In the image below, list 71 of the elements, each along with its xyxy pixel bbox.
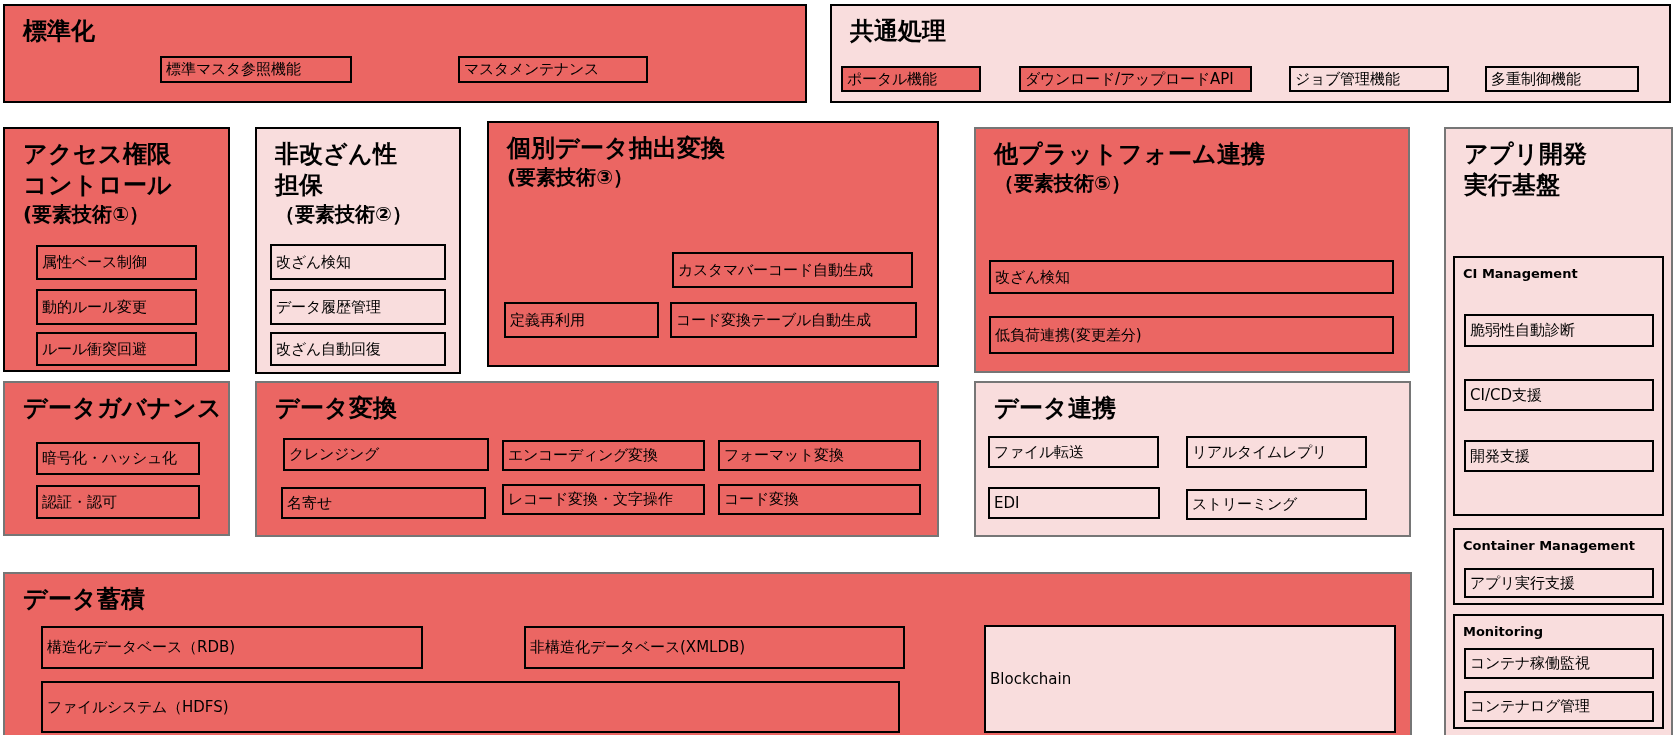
category-panel	[3, 4, 807, 103]
category-title: Monitoring	[1463, 624, 1544, 641]
feature-box: 改ざん検知	[270, 244, 446, 280]
category-panel	[487, 121, 939, 367]
subgroup-panel	[1453, 256, 1664, 516]
category-title: アクセス権限コントロール	[23, 139, 173, 202]
category-title: データ変換	[275, 393, 397, 424]
feature-box: 名寄せ	[281, 487, 486, 519]
feature-box: EDI	[988, 487, 1160, 519]
subgroup-panel	[1453, 528, 1664, 605]
feature-box: 多重制御機能	[1485, 66, 1639, 92]
feature-box: ルール衝突回避	[36, 332, 197, 366]
category-title: データ蓄積	[23, 584, 145, 615]
category-title: アプリ開発実行基盤	[1464, 139, 1588, 202]
feature-box: 定義再利用	[504, 302, 659, 338]
feature-box: リアルタイムレプリ	[1186, 436, 1367, 468]
feature-box: 標準マスタ参照機能	[160, 56, 352, 83]
feature-box: 動的ルール変更	[36, 289, 197, 325]
category-panel	[1444, 127, 1673, 735]
category-title: Container Management	[1463, 538, 1635, 555]
feature-box: 暗号化・ハッシュ化	[36, 442, 200, 475]
feature-box: クレンジング	[283, 438, 489, 471]
feature-box: コード変換テーブル自動生成	[670, 302, 917, 338]
feature-box: データ履歴管理	[270, 289, 446, 325]
feature-box: ダウンロード/アップロードAPI	[1019, 66, 1252, 92]
category-panel	[3, 381, 230, 536]
feature-box: 開発支援	[1464, 440, 1654, 472]
feature-box: 改ざん検知	[989, 260, 1394, 294]
category-title: 共通処理	[850, 16, 946, 47]
feature-box: ファイル転送	[988, 436, 1159, 468]
feature-box: 構造化データベース（RDB)	[41, 626, 423, 669]
feature-box: ジョブ管理機能	[1289, 66, 1449, 92]
feature-box: コンテナ稼働監視	[1464, 648, 1654, 679]
category-title: CI Management	[1463, 266, 1578, 283]
feature-box: 低負荷連携(変更差分)	[989, 316, 1394, 354]
category-panel	[255, 381, 939, 537]
feature-box: Blockchain	[984, 625, 1396, 733]
category-title: データガバナンス	[23, 393, 222, 424]
feature-box: アプリ実行支援	[1464, 568, 1654, 598]
feature-box: 非構造化データベース(XMLDB)	[524, 626, 905, 669]
category-subtitle: (要素技術①）	[23, 201, 150, 228]
feature-box: コード変換	[718, 484, 921, 515]
category-panel	[974, 381, 1411, 537]
category-panel	[255, 127, 461, 374]
category-subtitle: (要素技術③）	[507, 164, 634, 191]
feature-box: ストリーミング	[1186, 489, 1367, 520]
category-title: 他プラットフォーム連携	[994, 139, 1265, 170]
feature-box: マスタメンテナンス	[458, 56, 648, 83]
category-panel	[3, 127, 230, 372]
feature-box: レコード変換・文字操作	[502, 484, 705, 515]
feature-box: カスタマバーコード自動生成	[672, 252, 913, 288]
category-title: データ連携	[994, 393, 1116, 424]
feature-box: コンテナログ管理	[1464, 691, 1654, 722]
category-title: 非改ざん性担保	[275, 139, 398, 202]
category-panel	[830, 4, 1671, 103]
feature-box: CI/CD支援	[1464, 379, 1654, 411]
feature-box: 属性ベース制御	[36, 245, 197, 280]
category-title: 標準化	[23, 16, 95, 47]
feature-box: 脆弱性自動診断	[1464, 314, 1654, 347]
subgroup-panel	[1453, 614, 1664, 729]
category-title: 個別データ抽出変換	[507, 133, 725, 164]
feature-box: ポータル機能	[841, 66, 981, 92]
category-subtitle: （要素技術②）	[275, 201, 412, 228]
feature-box: ファイルシステム（HDFS)	[41, 681, 900, 733]
feature-box: フォーマット変換	[718, 440, 921, 471]
feature-box: 認証・認可	[36, 485, 200, 519]
category-subtitle: （要素技術⑤）	[994, 170, 1131, 197]
feature-box: エンコーディング変換	[502, 440, 705, 471]
category-panel	[974, 127, 1410, 373]
category-panel	[3, 572, 1412, 735]
feature-box: 改ざん自動回復	[270, 332, 446, 366]
